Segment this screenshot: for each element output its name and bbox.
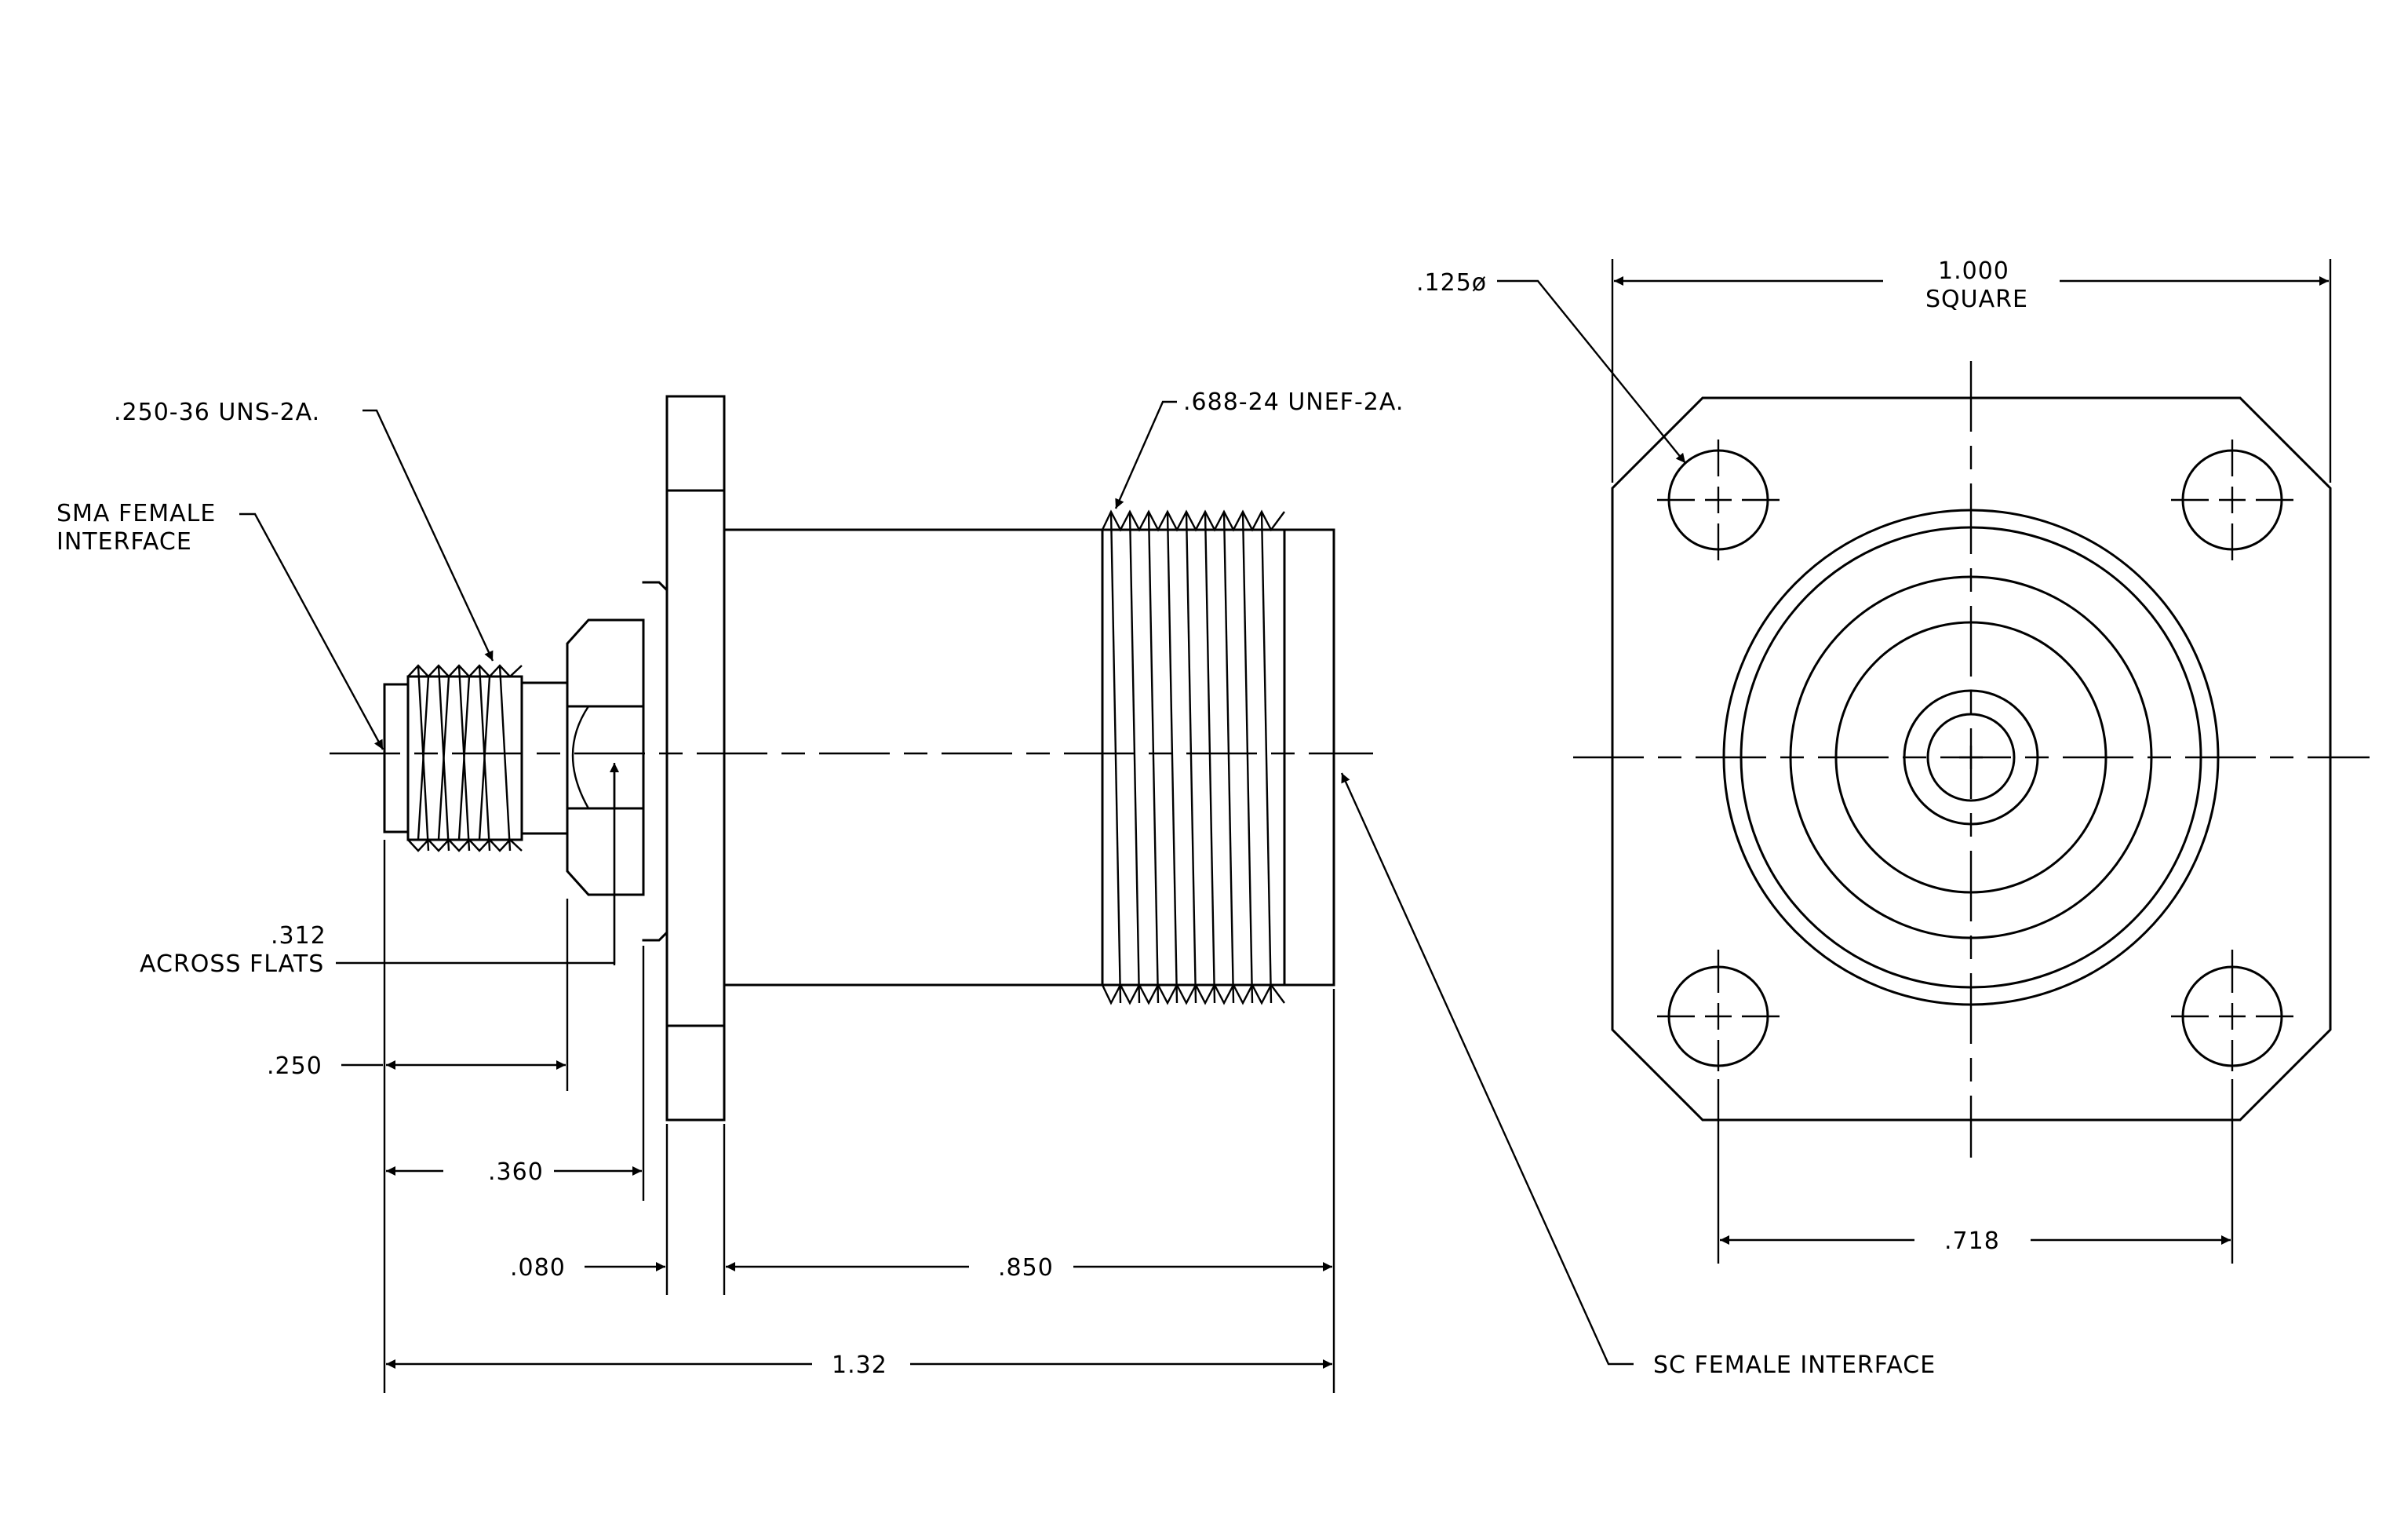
dim-850-text: .850 — [998, 1254, 1054, 1282]
dim-080-text: .080 — [510, 1254, 566, 1282]
mounting-hole-top-right — [2171, 440, 2293, 560]
concentric-circles — [1722, 509, 2220, 1006]
dim-square: 1.000 SQUARE — [1611, 257, 2332, 483]
callout-sc-interface: SC FEMALE INTERFACE — [1340, 772, 1936, 1379]
dim-850: .850 — [726, 1254, 1332, 1282]
callout-body-thread: .688-24 UNEF-2A. — [1114, 388, 1404, 509]
sma-interface-body — [383, 664, 569, 852]
mounting-hole-top-left — [1657, 440, 1780, 560]
dim-250: .250 — [267, 1052, 566, 1080]
dim-718-text: .718 — [1944, 1227, 2000, 1255]
sma-thread-text: .250-36 UNS-2A. — [114, 399, 320, 426]
body-thread-text: .688-24 UNEF-2A. — [1183, 388, 1404, 416]
sc-interface-text: SC FEMALE INTERFACE — [1653, 1351, 1936, 1379]
mounting-holes — [1657, 440, 2293, 1071]
flange — [665, 395, 726, 1122]
main-body — [723, 509, 1335, 1005]
dim-360: .360 — [386, 1158, 642, 1186]
square-label-text: SQUARE — [1925, 286, 2028, 313]
dim-080: .080 — [510, 1254, 665, 1282]
dim-132-text: 1.32 — [832, 1351, 887, 1379]
square-value-text: 1.000 — [1938, 257, 2009, 285]
callout-sma-interface: SMA FEMALE INTERFACE — [56, 500, 384, 750]
dim-132: 1.32 — [386, 1351, 1332, 1379]
sma-thread-lines — [417, 665, 512, 852]
mounting-hole-bottom-right — [2171, 950, 2293, 1071]
hole-dia-text: .125ø — [1416, 269, 1487, 297]
mounting-hole-bottom-left — [1657, 950, 1780, 1071]
square-flange — [1611, 396, 2332, 1122]
flats-label-text: ACROSS FLATS — [140, 950, 324, 978]
flats-value-text: .312 — [271, 922, 326, 950]
body-thread-lines — [1109, 511, 1273, 1004]
callout-sma-thread: .250-36 UNS-2A. — [114, 399, 494, 662]
dim-360-text: .360 — [488, 1158, 544, 1186]
sma-interface-line1: SMA FEMALE — [56, 500, 216, 527]
sma-interface-line2: INTERFACE — [56, 528, 192, 556]
hex-nut — [566, 581, 668, 942]
dim-250-text: .250 — [267, 1052, 322, 1080]
callout-across-flats: .312 ACROSS FLATS — [140, 763, 619, 978]
side-view: .250 .360 .080 .850 1.32 .3 — [56, 388, 1936, 1393]
front-view: 1.000 SQUARE .125ø .718 — [1416, 257, 2370, 1264]
side-extension-lines — [383, 769, 1335, 1393]
callout-hole-dia: .125ø — [1416, 269, 1686, 464]
dim-718: .718 — [1717, 1079, 2234, 1264]
